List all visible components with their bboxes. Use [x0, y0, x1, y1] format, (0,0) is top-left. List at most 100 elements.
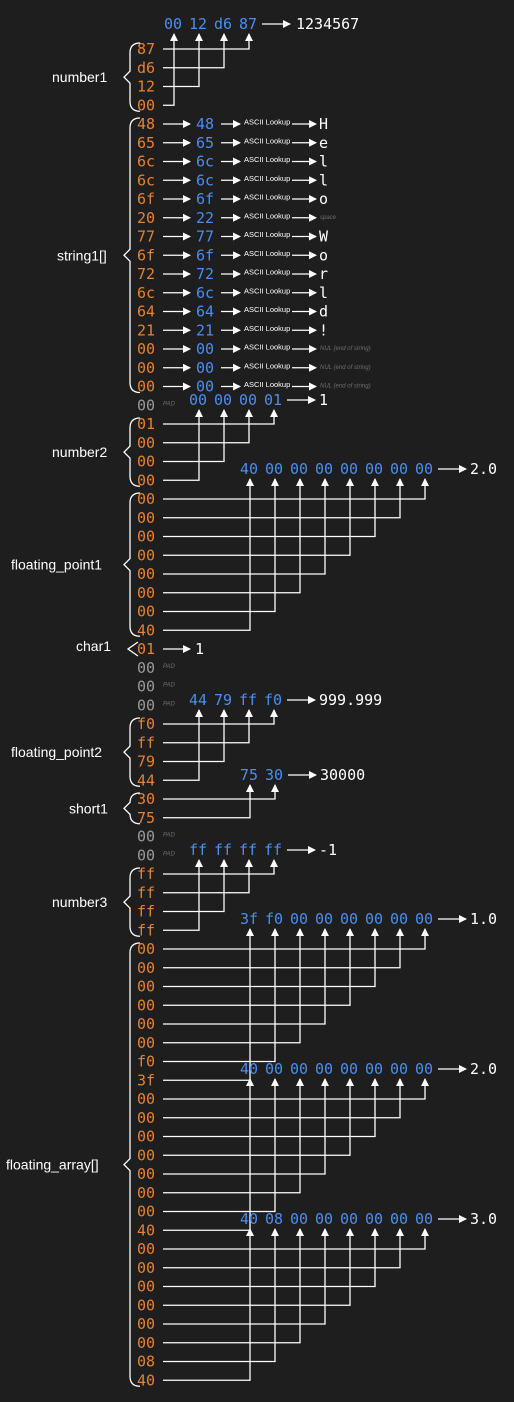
string1-hex-3: 6c: [196, 171, 214, 189]
string1-lookup-2: ASCII Lookup: [244, 155, 290, 164]
string1-byte-2: 6c: [137, 153, 155, 171]
number1-connector-3: [163, 33, 178, 106]
floating_array-element-1-connector-1: [163, 1078, 404, 1119]
string1-byte-5: 20: [137, 209, 155, 227]
floating_point2-byte-0: f0: [137, 715, 155, 733]
number2-value-result: 1: [319, 391, 328, 409]
string1-byte-9: 6c: [137, 284, 155, 302]
floating_array-byte-5: 00: [137, 1034, 155, 1052]
number1-byte-3: 00: [137, 96, 155, 114]
char1-bracket: [126, 641, 139, 657]
floating_array-element-0-connector-5: [163, 928, 304, 1044]
short1-value-result: 30000: [320, 766, 365, 784]
number2-value-value-hex-1: 00: [214, 391, 232, 409]
floating_array-element-1-value-hex-6: 00: [390, 1060, 408, 1078]
number2-label: number2: [52, 444, 107, 460]
floating_point2-value-connector-2: [163, 709, 228, 763]
floating_point2-value-value-hex-3: f0: [264, 691, 282, 709]
floating_point1-byte-6: 00: [137, 603, 155, 621]
floating_point2-value-value-hex-2: ff: [239, 691, 257, 709]
floating_array-byte-22: 08: [137, 1353, 155, 1371]
string1-lookup-12: ASCII Lookup: [244, 343, 290, 352]
number1-label: number1: [52, 69, 107, 85]
floating_point1-value-value-hex-5: 00: [365, 460, 383, 478]
floating_array-byte-4: 00: [137, 1015, 155, 1033]
floating_array-element-0-value-hex-0: 3f: [240, 910, 258, 928]
floating_array-element-0-connector-6: [163, 928, 279, 1063]
floating_point1-value-value-hex-4: 00: [340, 460, 358, 478]
string1-space-note: space: [320, 215, 337, 221]
string1-byte-0: 48: [137, 115, 155, 133]
number3-pad-label-0: PAD: [163, 833, 176, 839]
string1-char-0: H: [319, 115, 328, 133]
char1-label: char1: [76, 638, 111, 654]
floating_array-element-1-value-hex-5: 00: [365, 1060, 383, 1078]
number3-value-value-hex-1: ff: [214, 841, 232, 859]
floating_point2-pad-label-2: PAD: [163, 701, 176, 707]
floating_array-bracket: [123, 942, 141, 1387]
floating_array-element-2-value-hex-7: 00: [415, 1210, 433, 1228]
floating_array-element-2-connector-4: [163, 1228, 329, 1325]
floating_point2-value-result: 999.999: [319, 691, 382, 709]
string1-lookup-5: ASCII Lookup: [244, 211, 290, 220]
number1-connector-1: [163, 33, 228, 69]
string1-char-9: l: [319, 284, 328, 302]
string1-byte-14: 00: [137, 378, 155, 396]
floating_point2-bracket: [123, 717, 141, 787]
char1-result: 1: [195, 640, 204, 658]
string1-hex-10: 64: [196, 303, 214, 321]
short1-bracket: [123, 792, 141, 825]
floating_array-element-1-value-hex-2: 00: [290, 1060, 308, 1078]
floating_array-element-2-value-hex-6: 00: [390, 1210, 408, 1228]
floating_array-element-1-result: 2.0: [470, 1060, 497, 1078]
floating_point1-byte-0: 00: [137, 490, 155, 508]
string1-lookup-8: ASCII Lookup: [244, 268, 290, 277]
floating_point1-bracket: [123, 492, 141, 637]
floating_array-element-0-value-hex-7: 00: [415, 910, 433, 928]
number3-byte-3: ff: [137, 921, 155, 939]
floating_point1-value-connector-3: [163, 478, 354, 556]
number2-value-value-hex-3: 01: [264, 391, 282, 409]
floating_point1-value-connector-0: [163, 478, 429, 500]
floating_array-element-2-value-hex-2: 00: [290, 1210, 308, 1228]
floating_array-byte-20: 00: [137, 1315, 155, 1333]
floating_array-element-0-value-hex-1: f0: [265, 910, 283, 928]
number1-byte-2: 12: [137, 78, 155, 96]
number3-byte-2: ff: [137, 903, 155, 921]
number3-value-result: -1: [319, 841, 337, 859]
floating_point1-value-value-hex-3: 00: [315, 460, 333, 478]
number3-value-value-hex-2: ff: [239, 841, 257, 859]
string1-hex-9: 6c: [196, 284, 214, 302]
number2-value-connector-2: [163, 409, 228, 463]
number3-bracket: [123, 867, 141, 937]
number1-result: 1234567: [296, 15, 359, 33]
floating_point1-value-result: 2.0: [470, 460, 497, 478]
string1-hex-6: 77: [196, 228, 214, 246]
floating_array-element-2-connector-6: [163, 1228, 279, 1363]
floating_point1-byte-5: 00: [137, 584, 155, 602]
number2-value-connector-1: [163, 409, 253, 444]
floating_point1-byte-4: 00: [137, 565, 155, 583]
floating_point1-value-connector-5: [163, 478, 304, 594]
number2-pad-byte-0: 00: [137, 396, 155, 414]
floating_array-byte-14: 00: [137, 1203, 155, 1221]
floating_point2-pad-label-1: PAD: [163, 683, 176, 689]
floating_point1-value-value-hex-0: 40: [240, 460, 258, 478]
floating_point1-byte-1: 00: [137, 509, 155, 527]
floating_array-element-2-connector-3: [163, 1228, 354, 1306]
floating_point2-value-value-hex-0: 44: [189, 691, 207, 709]
floating_array-byte-19: 00: [137, 1296, 155, 1314]
number2-byte-3: 00: [137, 471, 155, 489]
number2-byte-1: 00: [137, 434, 155, 452]
floating_array-element-1-value-hex-1: 00: [265, 1060, 283, 1078]
floating_point2-value-connector-1: [163, 709, 253, 744]
number1-connector-2: [163, 33, 203, 88]
floating_array-byte-23: 40: [137, 1371, 155, 1389]
floating_array-byte-12: 00: [137, 1165, 155, 1183]
floating_point1-value-connector-1: [163, 478, 404, 519]
number3-label: number3: [52, 894, 107, 910]
number1-value-value-hex-3: 87: [239, 15, 257, 33]
floating_array-element-2-value-hex-1: 08: [265, 1210, 283, 1228]
floating_array-element-1-connector-5: [163, 1078, 304, 1194]
